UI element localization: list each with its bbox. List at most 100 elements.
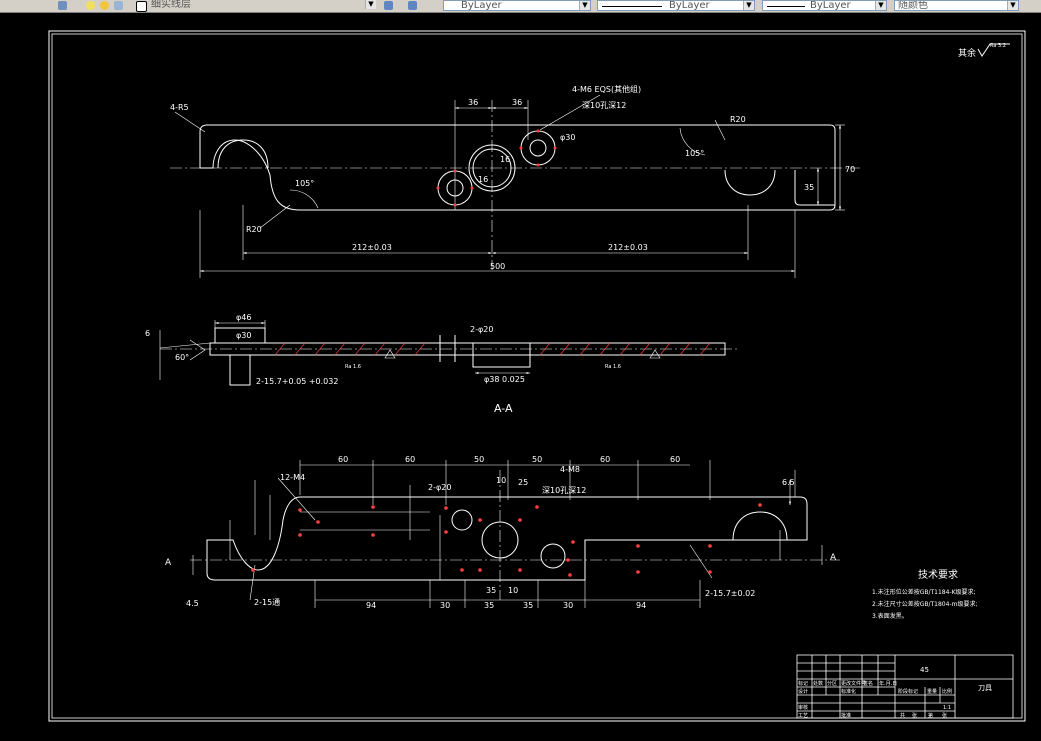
- ra-left: Ra 1.6: [345, 364, 361, 370]
- dim-bottom-4: 30: [563, 601, 573, 610]
- dim-500: 500: [490, 262, 505, 271]
- top-view: [170, 94, 860, 278]
- dim-35b: 35: [486, 586, 496, 595]
- dim-top-0: 60: [338, 455, 348, 464]
- plotstyle-dropdown[interactable]: 随颜色 ▼: [894, 0, 1019, 11]
- dim-16b: 16: [478, 175, 488, 184]
- layer-states-icon[interactable]: [408, 1, 417, 10]
- tb-label-3: 更改文件号: [841, 680, 866, 687]
- title-block: [796, 654, 1014, 719]
- top-view-hole-centers: [436, 129, 557, 207]
- thread-note-2: 深10孔深12: [582, 101, 626, 110]
- dim-2-15: 2-15通: [254, 597, 280, 607]
- dim-212-left: 212±0.03: [352, 243, 392, 252]
- radius-label-left: 4-R5: [170, 103, 189, 112]
- dim-top-3: 50: [532, 455, 542, 464]
- dim-4m8: 4-M8: [560, 465, 580, 474]
- material-value: 45: [920, 666, 929, 674]
- angle-label-right: 105°: [685, 149, 704, 158]
- layer-name: 细实线层: [151, 0, 191, 10]
- color-dropdown[interactable]: ByLayer ▼: [443, 0, 591, 11]
- linetype-value: ByLayer: [669, 0, 710, 11]
- dim-bottom-5: 94: [636, 601, 646, 610]
- dim-36b: 36: [512, 98, 522, 107]
- tech-item-3: 3.表面发黑。: [872, 612, 908, 620]
- tb-label-4: 签名: [863, 680, 873, 687]
- bottom-view-hole-centers: [251, 503, 762, 577]
- layer-bulb-icon[interactable]: [86, 1, 95, 10]
- dim-16a: 16: [500, 155, 510, 164]
- dim-phi30: φ30: [560, 133, 575, 142]
- radius-label-bottom: R20: [246, 225, 262, 234]
- dim-10b: 10: [508, 586, 518, 595]
- chevron-down-icon[interactable]: ▼: [875, 1, 886, 10]
- dim-bottom-0: 94: [366, 601, 376, 610]
- tb-label-5: 年.月.日: [879, 680, 897, 687]
- layer-sun-icon[interactable]: [100, 1, 109, 10]
- plotstyle-value: 随颜色: [898, 0, 928, 11]
- dim-2-15b: 2-15.7±0.02: [705, 589, 755, 598]
- layer-manager-icon[interactable]: [58, 1, 67, 10]
- dim-bottom-1: 30: [440, 601, 450, 610]
- radius-label-right: R20: [730, 115, 746, 124]
- angle-label-left: 105°: [295, 179, 314, 188]
- chevron-down-icon[interactable]: ▼: [579, 1, 590, 10]
- dim-top-4: 60: [600, 455, 610, 464]
- dim-bottom-2: 35: [484, 601, 494, 610]
- tb-label-13: 批准: [841, 712, 851, 719]
- lineweight-preview: [767, 6, 805, 7]
- dim-6-5: 6.5: [782, 478, 795, 487]
- dim-212-right: 212±0.03: [608, 243, 648, 252]
- layer-previous-icon[interactable]: [384, 1, 393, 10]
- tb-label-1: 处数: [813, 680, 823, 687]
- hole-note: 深10孔深12: [542, 486, 586, 495]
- lineweight-value: ByLayer: [810, 0, 851, 11]
- section-hatch: [274, 342, 711, 356]
- tb-label-9: 重量: [927, 688, 937, 695]
- dim-4-5: 4.5: [186, 599, 199, 608]
- chevron-down-icon[interactable]: ▼: [365, 0, 376, 9]
- layer-lock-icon[interactable]: [114, 1, 123, 10]
- color-value: ByLayer: [461, 0, 502, 11]
- dim-70: 70: [845, 165, 855, 174]
- roughness-value: Ra 3.2: [990, 43, 1006, 49]
- lineweight-dropdown[interactable]: ByLayer ▼: [762, 0, 887, 11]
- dim-top-5: 60: [670, 455, 680, 464]
- dim-top-1: 60: [405, 455, 415, 464]
- roughness-note: 其余: [958, 47, 976, 59]
- ra-right: Ra 1.6: [605, 364, 621, 370]
- tb-label-16: 第: [928, 712, 933, 719]
- tb-label-15: 张: [912, 712, 917, 719]
- tb-label-14: 共: [900, 712, 905, 719]
- tb-label-2: 分区: [827, 680, 837, 687]
- tb-label-6: 设计: [798, 688, 808, 695]
- tech-item-2: 2.未注尺寸公差按GB/T1804-m级要求;: [872, 600, 977, 608]
- section-view: [159, 320, 740, 386]
- linetype-preview: [602, 6, 662, 7]
- dim-phi46: φ46: [236, 313, 251, 322]
- dim-2phi20-bottom: 2-φ20: [428, 483, 451, 492]
- tb-label-8: 阶段标记: [898, 688, 918, 695]
- chevron-down-icon[interactable]: ▼: [743, 1, 754, 10]
- inner-frame: [51, 33, 1023, 719]
- dim-6: 6: [145, 329, 150, 338]
- linetype-dropdown[interactable]: ByLayer ▼: [597, 0, 755, 11]
- scale-value: 1:1: [943, 705, 951, 711]
- dim-2phi20: 2-φ20: [470, 325, 493, 334]
- tech-requirements: 技术要求 1.未注形位公差按GB/T1184-K级要求; 2.未注尺寸公差按GB…: [872, 568, 977, 620]
- tb-label-0: 标记: [798, 680, 808, 687]
- thread-note: 4-M6 EQS(其他组): [572, 84, 641, 94]
- section-mark-right: A: [830, 553, 837, 563]
- chevron-down-icon[interactable]: ▼: [1007, 1, 1018, 10]
- layer-dropdown[interactable]: 细实线层 ▼: [148, 0, 376, 11]
- tb-label-10: 比例: [942, 688, 952, 695]
- dim-2-15: 2-15.7+0.05 +0.032: [256, 377, 338, 386]
- drawing-canvas[interactable]: 其余 Ra 3.2: [0, 12, 1041, 737]
- dim-bottom-3: 35: [523, 601, 533, 610]
- dim-phi38: φ38 0.025: [484, 375, 525, 384]
- layer-color-icon[interactable]: [136, 1, 147, 12]
- bottom-view: [190, 460, 840, 608]
- dim-10: 10: [496, 476, 506, 485]
- tb-label-7: 标准化: [841, 688, 856, 695]
- dim-36a: 36: [468, 98, 478, 107]
